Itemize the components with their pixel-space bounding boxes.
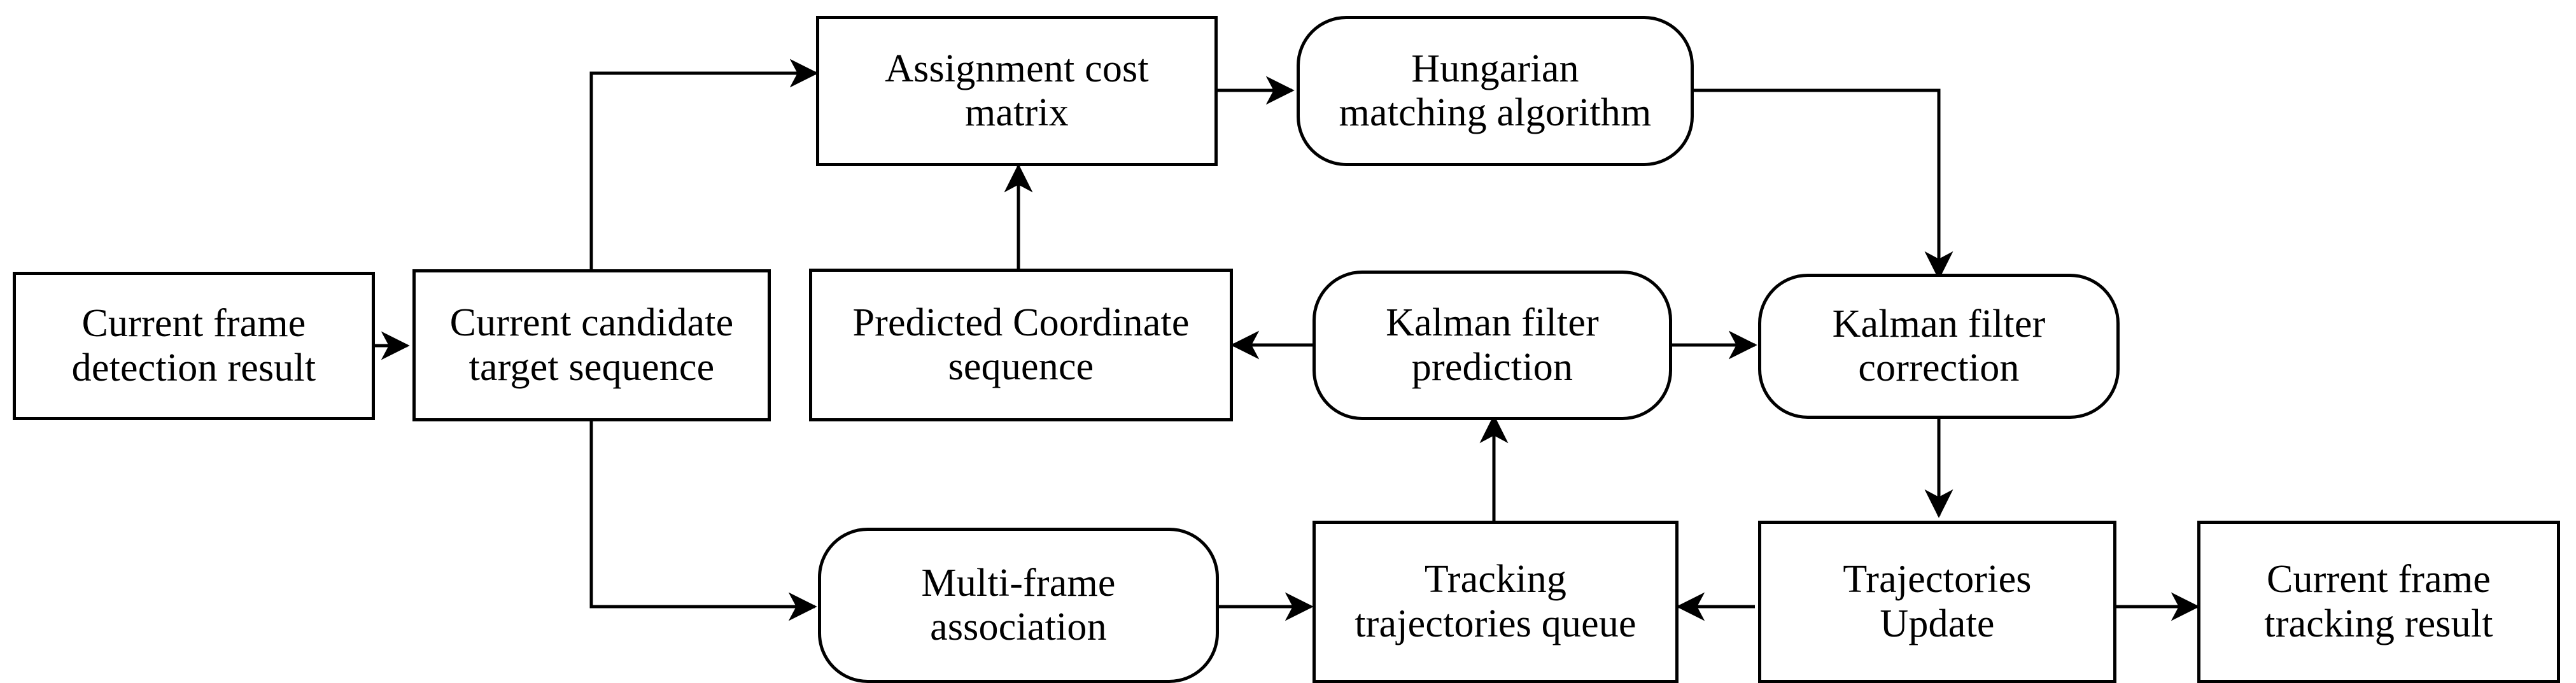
node-kalman-filter-prediction[interactable]: Kalman filter prediction <box>1313 271 1672 420</box>
node-trajectories-update[interactable]: Trajectories Update <box>1758 521 2116 683</box>
node-kalman-filter-correction[interactable]: Kalman filter correction <box>1758 274 2120 419</box>
node-label: Kalman filter correction <box>1832 302 2046 390</box>
node-tracking-trajectories-queue[interactable]: Tracking trajectories queue <box>1313 521 1679 683</box>
edge-candidate-to-association <box>589 421 817 621</box>
node-label: Current frame tracking result <box>2264 558 2493 645</box>
node-predicted-coordinate-sequence[interactable]: Predicted Coordinate sequence <box>809 269 1233 421</box>
node-label: Trajectories Update <box>1843 558 2032 645</box>
node-label: Assignment cost matrix <box>885 46 1149 134</box>
node-multi-frame-association[interactable]: Multi-frame association <box>818 528 1219 683</box>
edge-hungarian-to-correction <box>1694 88 1953 280</box>
node-label: Predicted Coordinate sequence <box>852 300 1190 388</box>
node-label: Hungarian matching algorithm <box>1339 46 1652 134</box>
node-current-candidate-target-sequence[interactable]: Current candidate target sequence <box>412 269 771 421</box>
node-label: Multi-frame association <box>921 561 1116 649</box>
edge-candidate-to-assignment <box>589 59 819 269</box>
node-current-frame-tracking-result[interactable]: Current frame tracking result <box>2197 521 2560 683</box>
node-label: Kalman filter prediction <box>1386 301 1599 389</box>
node-current-frame-detection-result[interactable]: Current frame detection result <box>13 272 375 420</box>
node-label: Current candidate target sequence <box>449 301 734 389</box>
node-label: Current frame detection result <box>71 302 316 390</box>
node-assignment-cost-matrix[interactable]: Assignment cost matrix <box>816 16 1218 166</box>
node-hungarian-matching-algorithm[interactable]: Hungarian matching algorithm <box>1297 16 1694 166</box>
node-label: Tracking trajectories queue <box>1355 558 1636 645</box>
